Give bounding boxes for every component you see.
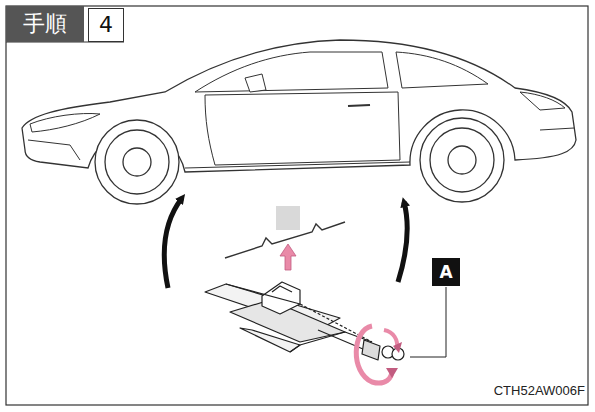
step-label-box: 手順	[6, 6, 84, 42]
step-number-box: 4	[88, 8, 124, 42]
callout-letter: A	[432, 258, 460, 286]
node-text: 手順	[23, 12, 67, 36]
node-text: 4	[99, 13, 113, 37]
figure-code: CTH52AW006F	[494, 383, 585, 398]
node-text: A	[439, 263, 452, 282]
